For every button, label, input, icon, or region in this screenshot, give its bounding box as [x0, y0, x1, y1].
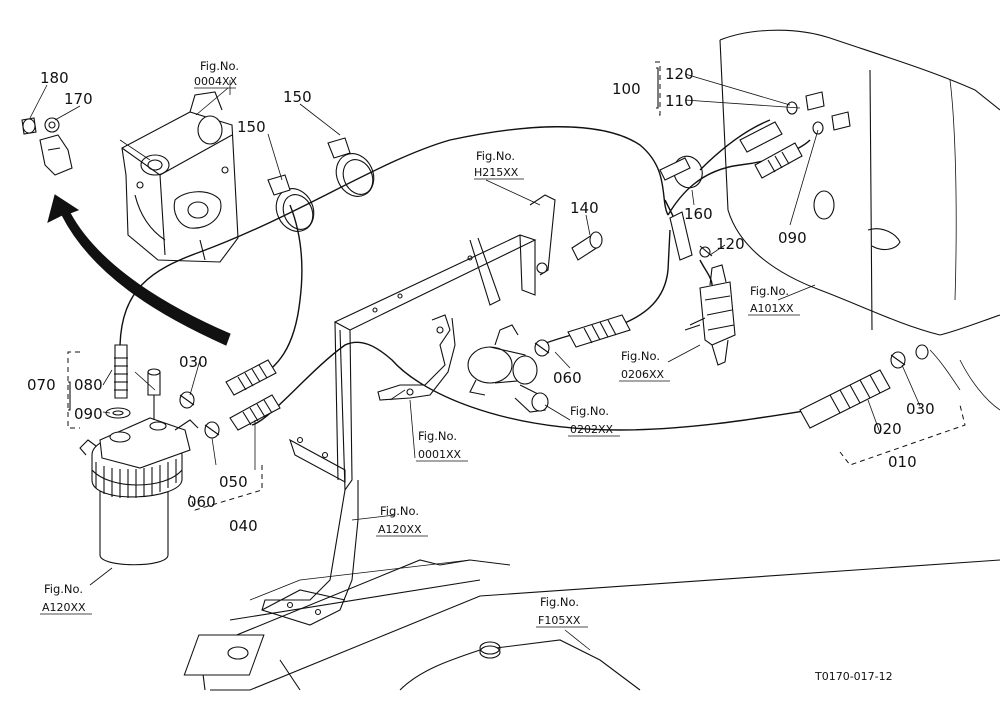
part-labels: 180 170 150 150 120 100 110 140 160 090 …: [27, 65, 935, 535]
fig-A101-label: Fig.No.: [750, 284, 789, 298]
part-060-left: 060: [187, 493, 216, 511]
part-110: 110: [665, 92, 694, 110]
part-090-right: 090: [778, 229, 807, 247]
injection-nozzle: [684, 264, 736, 366]
drawing-code: T0170-017-12: [814, 670, 893, 683]
part-120-top: 120: [665, 65, 694, 83]
fig-0001-code: 0001XX: [418, 448, 462, 461]
chassis-plates: [183, 559, 1000, 691]
part-140: 140: [570, 199, 599, 217]
label-brace-070: [68, 67, 659, 411]
fig-0206-code: 0206XX: [621, 368, 665, 381]
part-020: 020: [873, 420, 902, 438]
fig-A101-code: A101XX: [750, 302, 794, 315]
fig-0202-label: Fig.No.: [570, 404, 609, 418]
fig-A120-center-label: Fig.No.: [380, 504, 419, 518]
part-170: 170: [64, 90, 93, 108]
fig-F105-label: Fig.No.: [540, 595, 579, 609]
figure-refs: Fig.No. 0004XX Fig.No. H215XX Fig.No. A1…: [40, 59, 800, 628]
part-160: 160: [684, 205, 713, 223]
part-010: 010: [888, 453, 917, 471]
part-150-left: 150: [237, 118, 266, 136]
clip-and-bolt: [21, 117, 73, 176]
feed-hose-lower: [251, 341, 811, 431]
fig-A120-center-code: A120XX: [378, 523, 422, 536]
band-ties: [267, 137, 703, 232]
fig-H215-label: Fig.No.: [476, 149, 515, 163]
part-070: 070: [27, 376, 56, 394]
feed-hose-upper: [244, 204, 303, 386]
return-hose: [119, 126, 669, 346]
fig-A120-left-label: Fig.No.: [44, 582, 83, 596]
fig-0004-code: 0004XX: [194, 75, 238, 88]
part-120-lower: 120: [716, 235, 745, 253]
part-090-left: 090: [74, 405, 103, 423]
part-150-right: 150: [283, 88, 312, 106]
mounting-bracket: [261, 194, 556, 626]
part-180: 180: [40, 69, 69, 87]
fuel-feed-pump: [467, 324, 549, 413]
engine-outline: [719, 29, 1000, 411]
part-080: 080: [74, 376, 103, 394]
group-brackets: [67, 61, 966, 511]
part-050: 050: [219, 473, 248, 491]
fig-0202-code: 0202XX: [570, 423, 614, 436]
fig-F105-code: F105XX: [538, 614, 581, 627]
part-030-right: 030: [906, 400, 935, 418]
fig-0004-label: Fig.No.: [200, 59, 239, 73]
bolt-140: [571, 231, 603, 261]
direction-arrow: [47, 194, 231, 346]
fuel-filter: [79, 344, 199, 566]
nozzle-hose: [619, 229, 671, 326]
part-040: 040: [229, 517, 258, 535]
leader-lines: [29, 73, 921, 651]
part-060-right: 060: [553, 369, 582, 387]
fig-0206-label: Fig.No.: [621, 349, 660, 363]
fig-H215-code: H215XX: [474, 166, 519, 179]
tank-fitting: [121, 91, 239, 263]
part-100: 100: [612, 80, 641, 98]
part-030-left: 030: [179, 353, 208, 371]
fig-0001-label: Fig.No.: [418, 429, 457, 443]
fig-A120-left-code: A120XX: [42, 601, 86, 614]
hose-sleeves: [225, 121, 891, 431]
